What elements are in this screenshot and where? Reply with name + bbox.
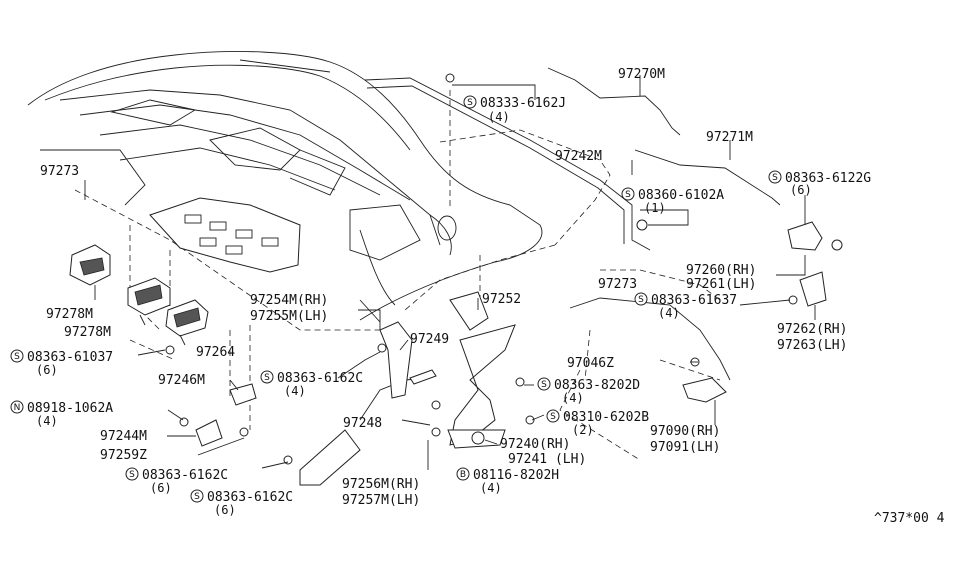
label-97090: 97090(RH) — [650, 424, 720, 439]
label-08363-61037: 08363-61037 — [27, 350, 113, 365]
label-97260m: 97260(RH) — [686, 263, 756, 278]
qty-08333: (4) — [488, 110, 510, 124]
label-97255m: 97255M(LH) — [250, 309, 328, 324]
label-97264: 97264 — [196, 345, 235, 360]
circle-markers: S S S S S S S N S S B S — [10, 95, 782, 503]
top-cover-outline — [27, 51, 543, 321]
parts-right — [445, 73, 843, 403]
label-97259z: 97259Z — [100, 448, 147, 463]
label-97240: 97240(RH) — [500, 437, 570, 452]
marker-s-8: S — [550, 412, 556, 422]
label-97254m: 97254M(RH) — [250, 293, 328, 308]
label-97270m: 97270M — [618, 67, 665, 82]
marker-s-7: S — [541, 380, 547, 390]
label-97256m: 97256M(RH) — [342, 477, 420, 492]
label-97271m: 97271M — [706, 130, 753, 145]
marker-s-10: S — [194, 492, 200, 502]
diagram-code: ^737*00 4 — [874, 511, 945, 526]
label-97252: 97252 — [482, 292, 521, 307]
label-97273-right: 97273 — [598, 277, 637, 292]
label-97273-left: 97273 — [40, 164, 79, 179]
parts-center — [299, 291, 535, 486]
label-08360-6102a: 08360-6102A — [638, 188, 724, 203]
marker-s-3: S — [772, 173, 778, 183]
label-97242m: 97242M — [555, 149, 602, 164]
qty-08363-6162c-c: (6) — [214, 503, 236, 517]
qty-08363-6162c-a: (4) — [284, 384, 306, 398]
marker-s-2: S — [625, 190, 631, 200]
label-97262m: 97262(RH) — [777, 322, 847, 337]
label-08363-6122g: 08363-6122G — [785, 171, 871, 186]
marker-s-4: S — [638, 295, 644, 305]
qty-08363-61037: (6) — [36, 363, 58, 377]
qty-08918: (4) — [36, 414, 58, 428]
label-97246m: 97246M — [158, 373, 205, 388]
marker-s-1: S — [467, 98, 473, 108]
label-08363-61637: 08363-61637 — [651, 293, 737, 308]
label-08363-6162c-c: 08363-6162C — [207, 490, 293, 505]
cables — [40, 67, 781, 421]
label-97278m-a: 97278M — [46, 307, 93, 322]
label-97278m-b: 97278M — [64, 325, 111, 340]
label-97248: 97248 — [343, 416, 382, 431]
label-08363-8202d: 08363-8202D — [554, 378, 640, 393]
label-97261m: 97261(LH) — [686, 277, 756, 292]
label-08363-6162c-b: 08363-6162C — [142, 468, 228, 483]
part-labels: 97270M 08333-6162J (4) 97271M 97273 9724… — [27, 67, 945, 526]
label-97257m: 97257M(LH) — [342, 493, 420, 508]
label-97249: 97249 — [410, 332, 449, 347]
label-08116-8202h: 08116-8202H — [473, 468, 559, 483]
leader-lines — [84, 75, 816, 470]
marker-s-6: S — [264, 373, 270, 383]
qty-08363-61637: (4) — [658, 306, 680, 320]
qty-08363-8202d: (4) — [562, 391, 584, 405]
marker-s-5: S — [14, 352, 20, 362]
label-97091: 97091(LH) — [650, 440, 720, 455]
marker-n-1: N — [14, 403, 21, 413]
label-97263m: 97263(LH) — [777, 338, 847, 353]
qty-08360: (1) — [644, 201, 666, 215]
label-08918-1062a: 08918-1062A — [27, 401, 113, 416]
parts-left — [69, 244, 293, 465]
label-08310-6202b: 08310-6202B — [563, 410, 649, 425]
qty-08363-6162c-b: (6) — [150, 481, 172, 495]
mounting-plate — [149, 197, 301, 273]
marker-b-1: B — [460, 470, 466, 480]
label-08333-6162j: 08333-6162J — [480, 96, 566, 111]
qty-08310: (2) — [572, 423, 594, 437]
dashed-boundary — [74, 90, 721, 461]
marker-s-9: S — [129, 470, 135, 480]
label-97046z: 97046Z — [567, 356, 614, 371]
label-08363-6162c-a: 08363-6162C — [277, 371, 363, 386]
qty-08363-6122g: (6) — [790, 183, 812, 197]
label-97244m: 97244M — [100, 429, 147, 444]
qty-08116: (4) — [480, 481, 502, 495]
label-97241: 97241 (LH) — [508, 452, 586, 467]
